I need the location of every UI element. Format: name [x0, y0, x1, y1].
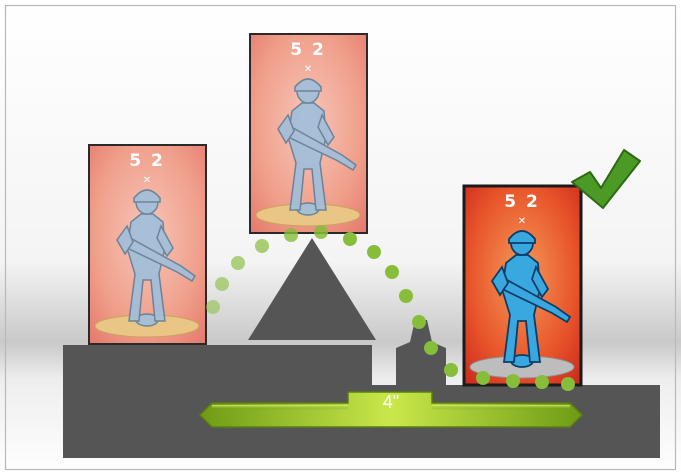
- crossed-swords-icon: ✕: [143, 175, 151, 186]
- token-card-right[interactable]: 5 2 ✕: [464, 186, 581, 391]
- stat-value: 5 2: [129, 151, 165, 171]
- crossed-swords-icon: ✕: [304, 64, 312, 75]
- token-card-left[interactable]: 5 2 ✕: [89, 145, 206, 344]
- crossed-swords-icon: ✕: [518, 216, 526, 227]
- stat-value: 5 2: [504, 192, 540, 212]
- stat-value: 5 2: [290, 40, 326, 60]
- token-card-center[interactable]: 5 2 ✕: [250, 34, 367, 233]
- measurement-label: 4": [383, 392, 399, 412]
